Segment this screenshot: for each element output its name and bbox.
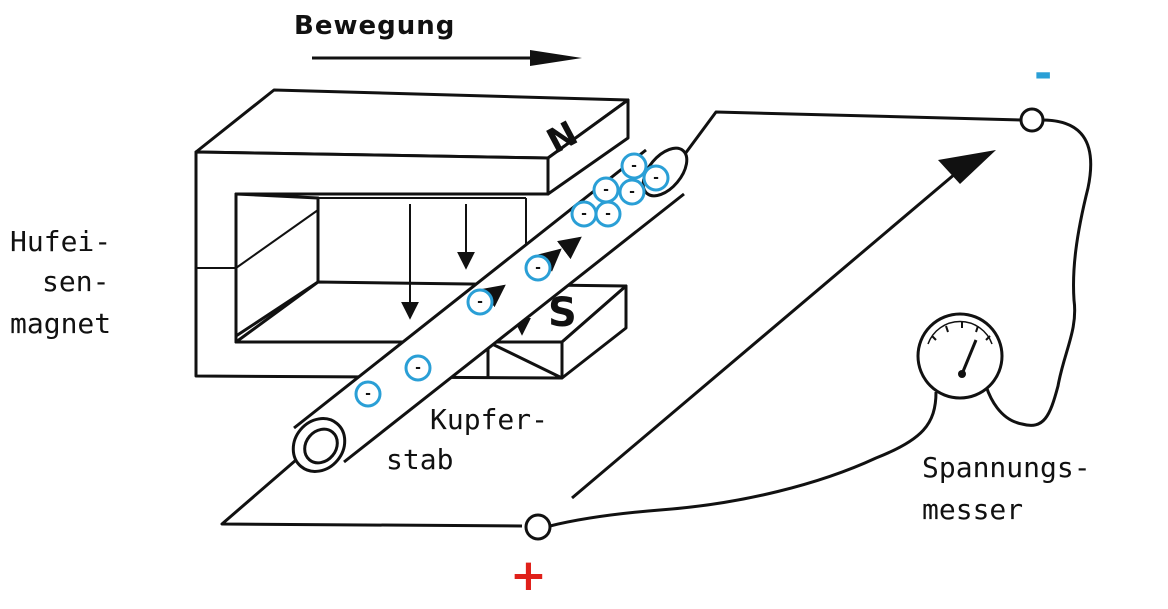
- svg-text:-: -: [415, 360, 421, 376]
- svg-text:-: -: [603, 182, 609, 198]
- svg-text:-: -: [653, 170, 659, 186]
- positive-terminal: [524, 513, 552, 541]
- rod-label-line2: stab: [386, 443, 454, 476]
- meter-label-line2: messer: [922, 493, 1024, 526]
- electron: -: [570, 200, 598, 228]
- negative-terminal-label: -: [1034, 48, 1053, 99]
- voltmeter-icon: [916, 312, 1004, 400]
- svg-text:-: -: [365, 386, 371, 402]
- svg-text:-: -: [477, 294, 483, 310]
- voltage-arrow: [571, 150, 996, 500]
- svg-text:-: -: [605, 206, 611, 222]
- electron: -: [620, 152, 648, 180]
- negative-terminal: [1019, 107, 1045, 133]
- circuit-wires: [220, 110, 1093, 528]
- electron: -: [354, 380, 382, 408]
- electron: -: [642, 164, 670, 192]
- electron: -: [594, 200, 622, 228]
- svg-text:-: -: [535, 260, 541, 276]
- motion-arrow: [312, 50, 582, 66]
- motion-label: Bewegung: [294, 11, 456, 41]
- svg-text:-: -: [629, 184, 635, 200]
- positive-terminal-label: +: [510, 550, 547, 601]
- electron: -: [592, 176, 620, 204]
- magnet-label-line1: Hufei-: [10, 225, 112, 258]
- electron: -: [618, 178, 646, 206]
- magnet-label-line2: sen-: [42, 265, 110, 298]
- electron: -: [404, 354, 432, 382]
- electrons: - - - - - - - - - -: [354, 152, 670, 408]
- rod-label-line1: Kupfer-: [430, 403, 549, 436]
- magnet-label-line3: magnet: [10, 307, 112, 340]
- electron: -: [524, 254, 552, 282]
- svg-text:-: -: [631, 158, 637, 174]
- electron: -: [466, 288, 494, 316]
- meter-label-line1: Spannungs-: [922, 451, 1091, 484]
- svg-text:-: -: [581, 206, 587, 222]
